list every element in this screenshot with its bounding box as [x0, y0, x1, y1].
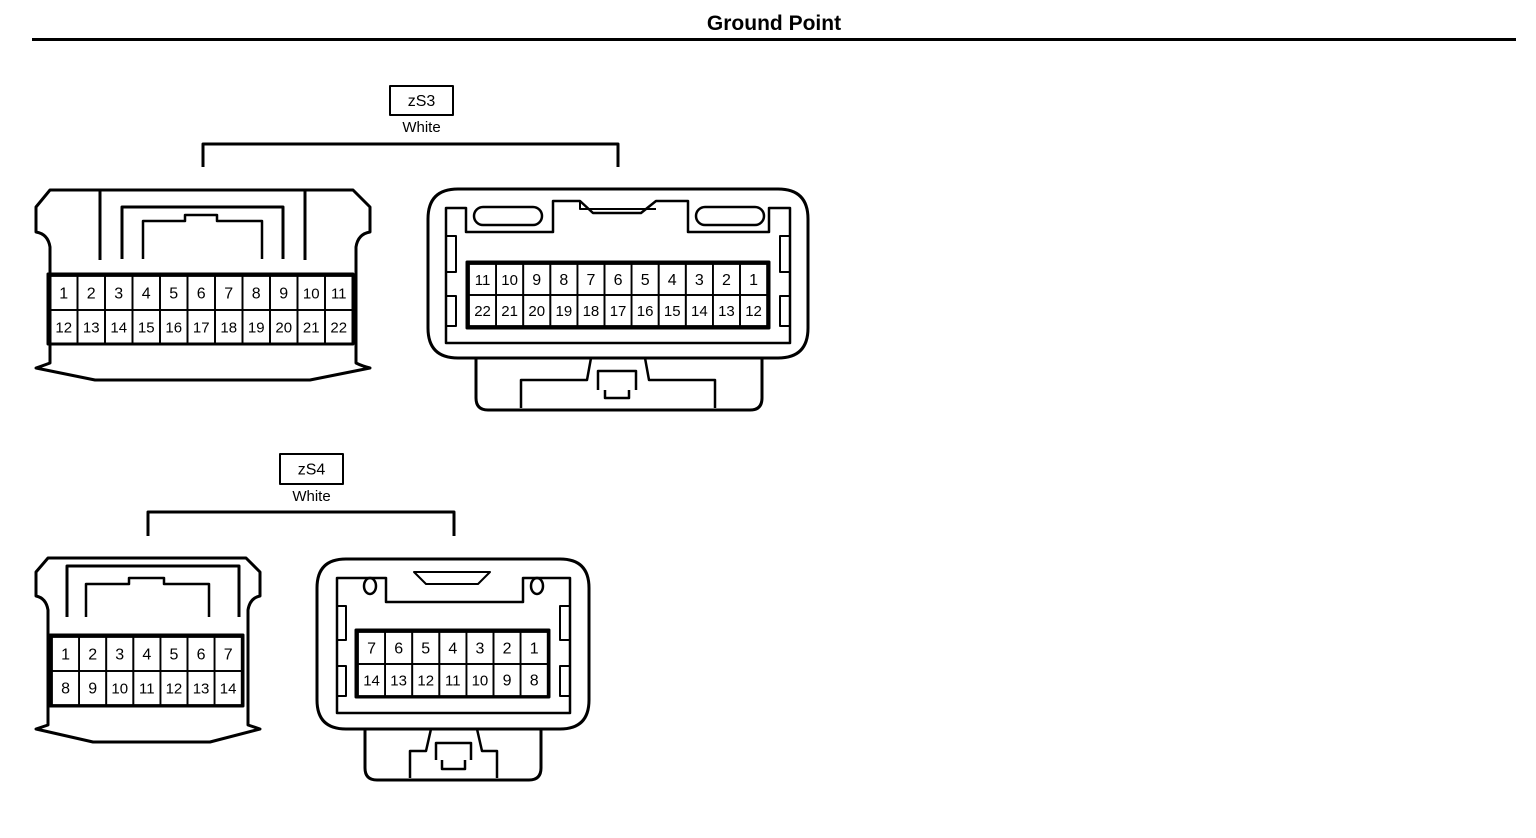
pin-number: 7	[224, 286, 233, 303]
pin-number: 14	[363, 673, 380, 690]
pin-number: 6	[197, 647, 206, 664]
pin-number: 3	[114, 286, 123, 303]
pin-number: 12	[55, 320, 72, 337]
pin-number: 10	[501, 272, 518, 289]
pin-number: 5	[421, 641, 430, 658]
pin-number: 13	[390, 673, 407, 690]
pin-number: 2	[87, 286, 96, 303]
pin-number: 11	[445, 673, 461, 690]
pin-number: 22	[330, 320, 347, 337]
connector-zs4-device-side	[315, 557, 591, 782]
pin-number: 8	[530, 673, 539, 690]
pin-number: 10	[111, 681, 128, 698]
pin-number: 14	[691, 303, 708, 320]
pin-number: 9	[532, 272, 541, 289]
pin-number: 13	[718, 303, 735, 320]
pin-number: 2	[503, 641, 512, 658]
connector-color-zs3: White	[402, 119, 440, 136]
pin-number: 6	[614, 272, 623, 289]
pin-number: 12	[745, 303, 762, 320]
pin-number: 4	[142, 286, 151, 303]
pin-number: 18	[220, 320, 237, 337]
pin-number: 19	[248, 320, 265, 337]
pin-number: 1	[530, 641, 539, 658]
pin-number: 21	[501, 303, 518, 320]
pin-number: 4	[448, 641, 457, 658]
pin-number: 7	[367, 641, 376, 658]
pin-number: 11	[331, 286, 347, 303]
pin-number: 7	[224, 647, 233, 664]
pin-cell	[213, 670, 243, 706]
page-title: Ground Point	[706, 12, 842, 35]
pin-number: 11	[475, 272, 491, 289]
connector-label-box-zs3	[389, 85, 454, 116]
pin-number: 4	[668, 272, 677, 289]
pin-number: 19	[556, 303, 573, 320]
bracket-zs4	[146, 510, 456, 536]
pin-number: 16	[165, 320, 182, 337]
pin-number: 14	[110, 320, 127, 337]
pin-number: 17	[193, 320, 210, 337]
title-rule	[32, 38, 1516, 41]
connector-id-zs4: zS4	[298, 462, 326, 479]
connector-id-zs3: zS3	[408, 93, 436, 110]
pin-number: 11	[139, 681, 155, 698]
pin-number: 6	[394, 641, 403, 658]
pin-number: 1	[61, 647, 70, 664]
pin-number: 5	[169, 647, 178, 664]
pin-number: 1	[59, 286, 68, 303]
pin-cell	[739, 294, 769, 327]
pin-number: 8	[61, 681, 70, 698]
pin-number: 1	[749, 272, 758, 289]
pin-number: 3	[115, 647, 124, 664]
pin-number: 18	[583, 303, 600, 320]
pin-number: 22	[474, 303, 491, 320]
pin-number: 9	[88, 681, 97, 698]
pin-number: 12	[166, 681, 183, 698]
pin-number: 7	[586, 272, 595, 289]
pin-number: 3	[475, 641, 484, 658]
pin-number: 14	[220, 681, 237, 698]
pin-number: 2	[88, 647, 97, 664]
pin-number: 17	[610, 303, 627, 320]
pin-number: 8	[252, 286, 261, 303]
bracket-zs3	[201, 142, 620, 167]
pin-cell	[324, 309, 354, 345]
connector-label-box-zs4	[279, 453, 344, 485]
pin-number: 10	[303, 286, 320, 303]
pin-number: 6	[197, 286, 206, 303]
pin-number: 16	[637, 303, 654, 320]
pin-number: 4	[142, 647, 151, 664]
connector-zs3-device-side	[426, 187, 810, 412]
pin-number: 20	[275, 320, 292, 337]
pin-number: 5	[169, 286, 178, 303]
pin-number: 9	[503, 673, 512, 690]
pin-number: 10	[472, 673, 489, 690]
pin-number: 12	[417, 673, 434, 690]
pin-number: 13	[193, 681, 210, 698]
pin-number: 5	[641, 272, 650, 289]
pin-number: 2	[722, 272, 731, 289]
pin-number: 15	[138, 320, 155, 337]
pin-number: 3	[695, 272, 704, 289]
pin-number: 9	[279, 286, 288, 303]
pin-number: 13	[83, 320, 100, 337]
connector-color-zs4: White	[292, 488, 330, 505]
pin-number: 8	[559, 272, 568, 289]
connector-zs4-harness-side	[34, 556, 262, 744]
pin-cell	[519, 663, 549, 697]
pin-number: 15	[664, 303, 681, 320]
pin-number: 20	[528, 303, 545, 320]
pin-number: 21	[303, 320, 320, 337]
